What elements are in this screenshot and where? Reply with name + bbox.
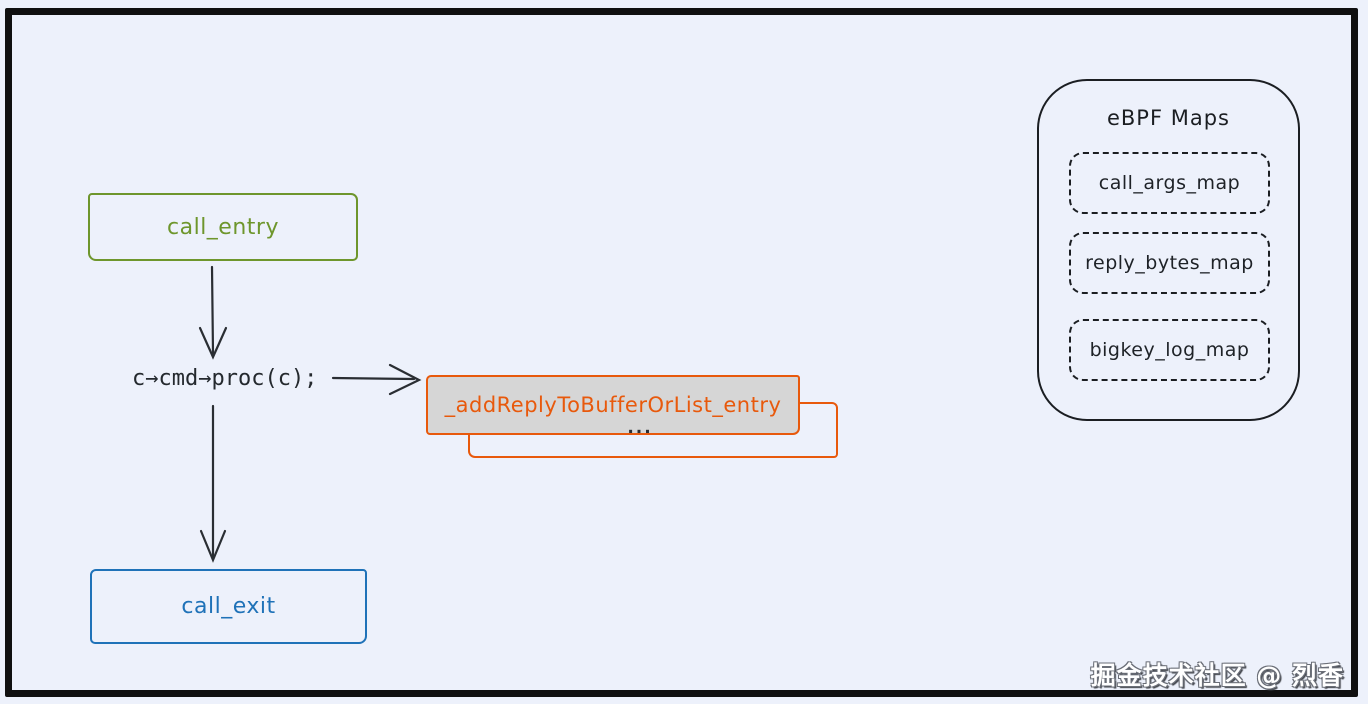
stack-ellipsis: ... [627,418,653,438]
ebpf-maps-panel: eBPF Maps call_args_map reply_bytes_map … [1037,79,1300,421]
arrow-right-code-to-addreply [331,363,422,396]
arrow-down-code-to-exit [199,404,227,563]
map-item-label: call_args_map [1098,172,1241,194]
arrow-down-entry-to-code [198,265,228,360]
map-item-reply-bytes: reply_bytes_map [1069,232,1270,294]
node-add-reply-entry: _addReplyToBufferOrList_entry [426,375,800,435]
map-item-bigkey-log: bigkey_log_map [1069,319,1270,381]
node-add-reply-label: _addReplyToBufferOrList_entry [444,393,782,417]
map-item-call-args: call_args_map [1069,152,1270,214]
watermark: 掘金技术社区 @ 烈香 [1090,661,1344,690]
code-statement: c→cmd→proc(c); [132,366,318,391]
ebpf-maps-title: eBPF Maps [1106,106,1230,130]
node-call-entry-label: call_entry [167,214,279,240]
node-call-exit: call_exit [90,569,367,644]
node-call-exit-label: call_exit [181,594,276,619]
node-call-entry: call_entry [88,193,358,261]
map-item-label: bigkey_log_map [1089,339,1250,361]
map-item-label: reply_bytes_map [1085,252,1254,274]
